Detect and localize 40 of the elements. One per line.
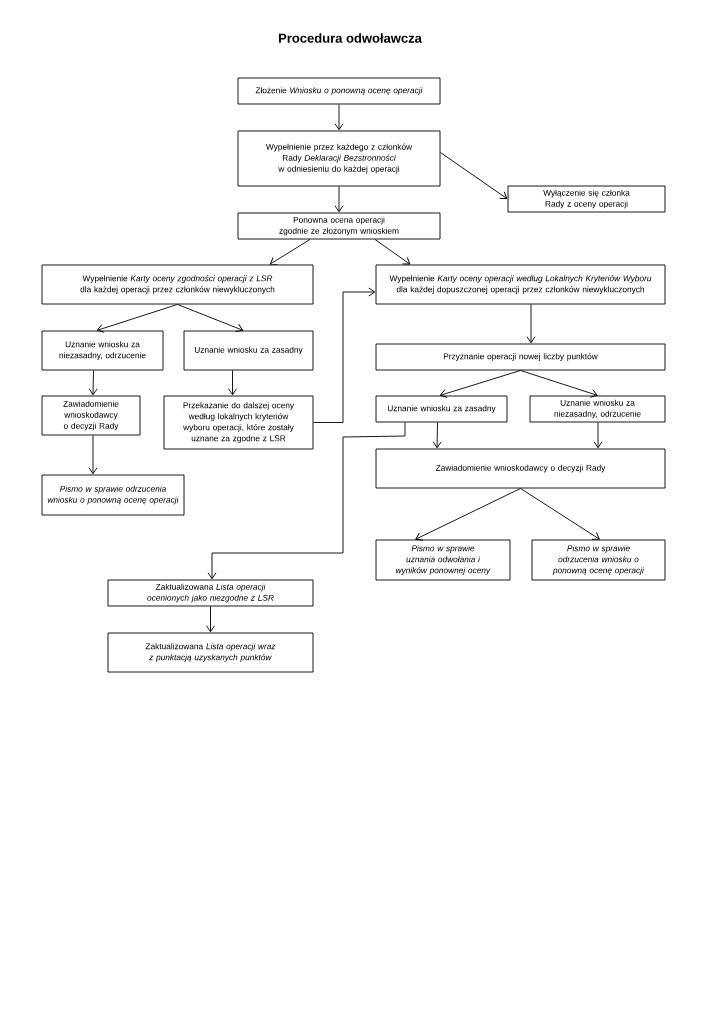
arrow <box>440 152 508 199</box>
title: Procedura odwoławcza <box>279 33 422 43</box>
process-box: Przekazanie do dalszej oceny według lokalnych kryteriów wyboru operacji, które zostały uznane za zgodne z LSR <box>163 395 314 450</box>
arrow <box>374 239 411 265</box>
process-box: Zaktualizowana Lista operacji ocenionych jako niezgodne z LSR <box>107 579 314 607</box>
process-box: Wypełnienie Karty oceny zgodności operacji z LSR dla każdej operacji przez członków niewykluczonych <box>41 264 314 305</box>
process-box: Wypełnienie przez każdego z członków Rady Deklaracji Bezstronności w odniesieniu do każdej operacji <box>237 130 441 187</box>
process-box: Wypełnienie Karty oceny operacji według Lokalnych Kryteriów Wyboru dla każdej dopuszczonej operacji przez członków niewykluczonych <box>375 264 666 305</box>
process-box: Pismo w sprawie uznania odwołania i wyników ponownej oceny <box>375 539 511 581</box>
arrow <box>313 287 376 423</box>
process-box: Uznanie wniosku za zasadny <box>183 330 314 371</box>
process-box: Pismo w sprawie odrzucenia wniosku o ponowną ocenę operacji <box>41 474 185 516</box>
arrow <box>334 186 344 213</box>
process-box: Uznanie wniosku za niezasadny, odrzucenie <box>41 330 164 371</box>
process-box: Złożenie Wniosku o ponowną ocenę operacji <box>237 77 441 105</box>
arrow <box>177 304 244 333</box>
process-box: Wyłączenie się członka Rady z oceny operacji <box>507 185 666 213</box>
arrow <box>593 422 603 449</box>
process-box: Ponowna ocena operacji zgodnie ze złożonym wnioskiem <box>237 212 441 240</box>
arrow <box>439 370 521 398</box>
process-box: Zawiadomienie wnioskodawcy o decyzji Rady <box>375 448 666 489</box>
arrow <box>520 370 598 398</box>
process-box: Przyznanie operacji nowej liczby punktów <box>375 343 666 371</box>
arrow <box>96 304 178 333</box>
arrow <box>88 370 98 396</box>
process-box: Uznanie wniosku za zasadny <box>375 395 508 423</box>
arrow <box>526 304 536 344</box>
arrow <box>432 422 442 449</box>
arrow <box>88 435 98 475</box>
process-box: Pismo w sprawie odrzucenia wniosku o ponowną ocenę operacji <box>531 539 666 581</box>
arrow <box>228 370 237 396</box>
process-box: Zaktualizowana Lista operacji wraz z punktacją uzyskanych punktów <box>107 632 314 673</box>
arrow <box>207 422 406 580</box>
arrow <box>269 239 311 265</box>
arrow <box>334 104 344 131</box>
arrow <box>520 488 600 540</box>
process-box: Zawiadomienie wnioskodawcy o decyzji Rady <box>41 395 141 436</box>
arrow <box>415 488 521 541</box>
arrow <box>206 606 215 633</box>
process-box: Uznanie wniosku za niezasadny, odrzucenie <box>529 395 666 423</box>
